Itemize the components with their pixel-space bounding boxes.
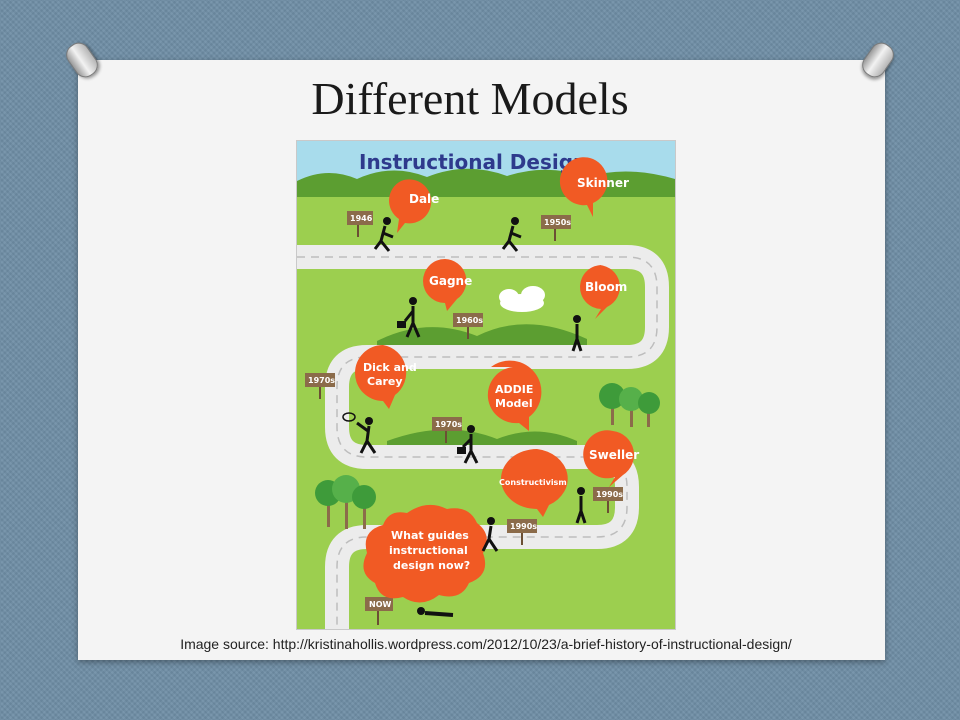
svg-text:Dick and: Dick and: [363, 361, 417, 374]
svg-text:1970s: 1970s: [435, 420, 462, 429]
hills-mid-1: [377, 324, 587, 345]
signpost-1970s-left: 1970s: [305, 373, 335, 399]
svg-text:1946: 1946: [350, 214, 373, 223]
svg-text:1960s: 1960s: [456, 316, 483, 325]
trees-right: [599, 383, 660, 427]
svg-text:1990s: 1990s: [596, 490, 623, 499]
person-walking-icon: [501, 217, 522, 252]
signpost-1950s: 1950s: [541, 215, 571, 241]
bubble-dale: Dale: [389, 179, 439, 233]
person-standing-icon: [575, 487, 587, 524]
svg-text:1950s: 1950s: [544, 218, 571, 227]
infographic-heading: Instructional Design: [359, 150, 587, 174]
person-with-net-icon: [342, 412, 377, 454]
svg-text:1970s: 1970s: [308, 376, 335, 385]
svg-text:Carey: Carey: [367, 375, 403, 388]
person-walking-icon: [373, 217, 394, 252]
signpost-1990s-right: 1990s: [593, 487, 623, 513]
svg-text:Dale: Dale: [409, 192, 439, 206]
slide-title: Different Models: [311, 73, 629, 124]
svg-text:What guides: What guides: [391, 529, 469, 542]
person-lying-icon: [417, 607, 454, 617]
signpost-now: NOW: [365, 597, 393, 625]
cloud: [499, 286, 545, 312]
bubble-constructivism: Constructivism: [499, 449, 568, 517]
bubble-sweller: Sweller: [583, 430, 639, 487]
bubble-bloom: Bloom: [579, 264, 627, 319]
signpost-1946: 1946: [347, 211, 373, 237]
image-source-caption: Image source: http://kristinahollis.word…: [180, 636, 792, 652]
signpost-1990s-left: 1990s: [507, 519, 537, 545]
bubble-gagne: Gagne: [423, 259, 472, 311]
svg-text:Model: Model: [495, 397, 533, 410]
signpost-1960s: 1960s: [453, 313, 483, 339]
road-centerline: [297, 256, 658, 629]
svg-text:Sweller: Sweller: [589, 448, 639, 462]
signpost-1970s-mid: 1970s: [432, 417, 462, 443]
svg-text:Constructivism: Constructivism: [499, 478, 567, 487]
svg-text:design now?: design now?: [393, 559, 470, 572]
hills-mid-2: [387, 429, 577, 445]
person-walking-icon: [481, 517, 499, 552]
svg-text:Bloom: Bloom: [585, 280, 627, 294]
instructional-design-infographic: Instructional Design 1946 1950s: [296, 140, 676, 630]
bubble-what-guides-now: What guides instructional design now?: [363, 504, 487, 603]
bubble-skinner: Skinner: [559, 157, 629, 217]
svg-text:NOW: NOW: [369, 600, 391, 609]
svg-text:ADDIE: ADDIE: [495, 383, 533, 396]
bubble-addie-model: ADDIE Model: [487, 360, 542, 431]
person-with-briefcase-icon: [457, 425, 479, 464]
person-with-briefcase-icon: [397, 297, 421, 338]
svg-text:instructional: instructional: [389, 544, 468, 557]
svg-text:Skinner: Skinner: [577, 176, 629, 190]
person-standing-icon: [571, 315, 583, 352]
svg-text:Gagne: Gagne: [429, 274, 472, 288]
svg-text:1990s: 1990s: [510, 522, 537, 531]
trees-left: [315, 475, 376, 529]
bubble-dick-and-carey: Dick and Carey: [355, 345, 417, 409]
